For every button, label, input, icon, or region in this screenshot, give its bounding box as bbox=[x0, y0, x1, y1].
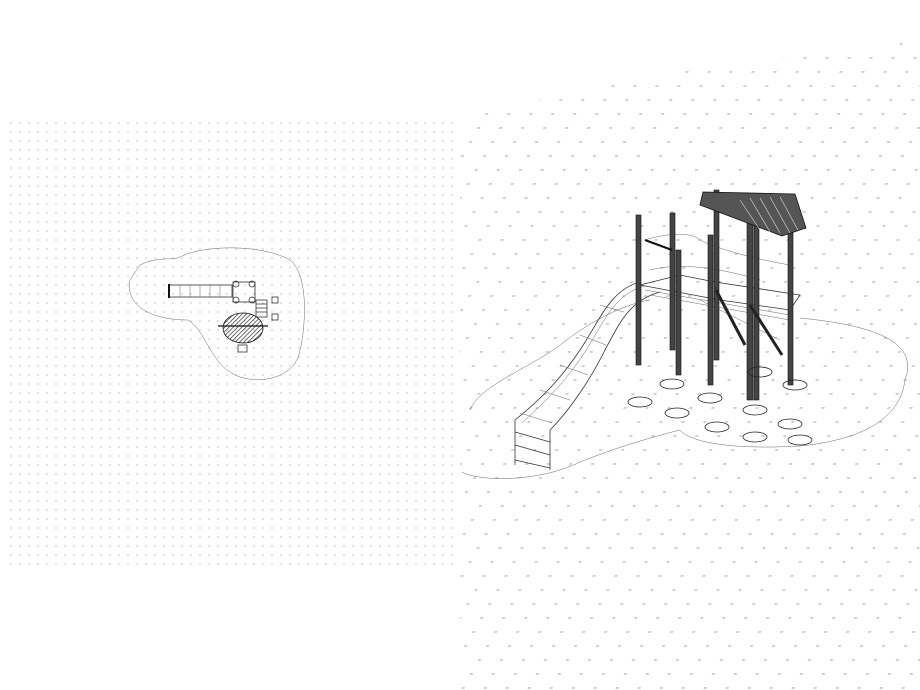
play-area-outline bbox=[129, 247, 305, 380]
iso-roof bbox=[699, 191, 807, 237]
isometric-view bbox=[460, 40, 920, 690]
iso-slide bbox=[514, 281, 661, 470]
plan-roof bbox=[218, 312, 268, 353]
iso-footings bbox=[627, 366, 813, 446]
plan-slide bbox=[168, 284, 233, 298]
plan-ladder bbox=[255, 296, 279, 321]
dot-grid bbox=[10, 120, 460, 570]
iso-play-area-outline bbox=[461, 299, 908, 479]
plan-view bbox=[10, 120, 460, 570]
plan-platform bbox=[232, 280, 256, 304]
iso-posts bbox=[635, 189, 794, 401]
iso-grid bbox=[460, 40, 920, 690]
